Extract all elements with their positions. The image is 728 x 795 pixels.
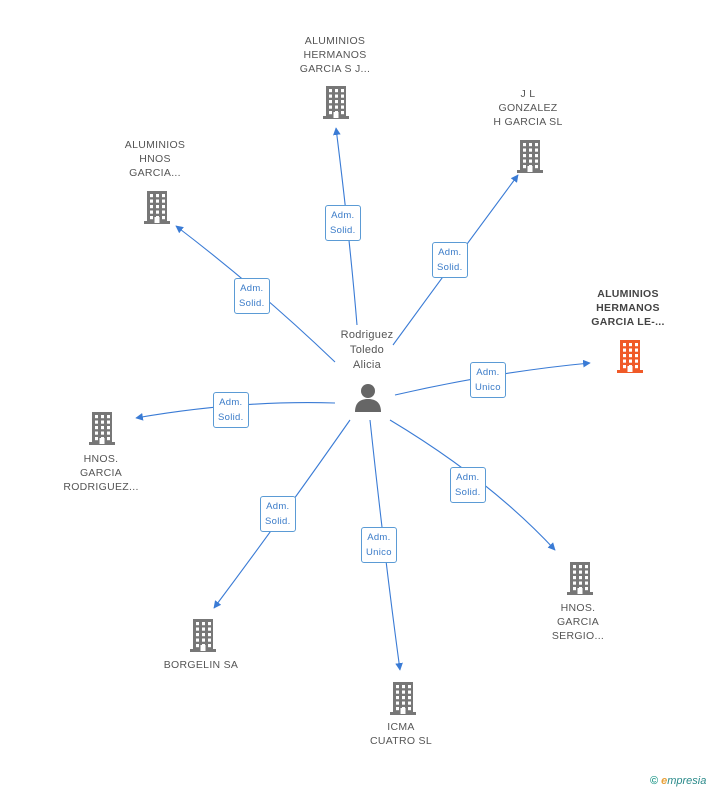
company-label-line: GARCIA: [79, 467, 123, 479]
company-label-line: J L: [520, 88, 536, 100]
building-icon[interactable]: [189, 617, 217, 653]
company-label-line: SERGIO...: [551, 630, 605, 642]
relation-label-line: Solid.: [330, 225, 356, 236]
building-icon[interactable]: [616, 338, 644, 374]
relation-label-line: Solid.: [437, 262, 463, 273]
relation-label-line: Adm.: [240, 283, 264, 294]
brand-watermark: ©empresia: [650, 775, 707, 787]
relation-label-line: Solid.: [265, 516, 291, 527]
company-label-1[interactable]: J L GONZALEZ H GARCIA SL: [453, 87, 603, 129]
relation-label-line: Adm.: [331, 210, 355, 221]
company-label-6[interactable]: BORGELIN SA: [126, 658, 276, 672]
company-label-line: HERMANOS: [303, 49, 367, 61]
building-icon[interactable]: [322, 84, 350, 120]
company-label-5[interactable]: HNOS. GARCIA SERGIO...: [503, 601, 653, 643]
building-icon[interactable]: [516, 138, 544, 174]
relation-label-line: Solid.: [455, 487, 481, 498]
relation-label-line: Solid.: [218, 412, 244, 423]
relation-label-5: Adm. Solid.: [450, 467, 486, 503]
relation-label-line: Adm.: [367, 532, 391, 543]
building-icon[interactable]: [566, 560, 594, 596]
company-label-line: GONZALEZ: [498, 102, 558, 114]
company-label-line: ALUMINIOS: [124, 139, 186, 151]
relation-label-2: Adm. Solid.: [234, 278, 270, 314]
relation-label-3: Adm. Unico: [470, 362, 506, 398]
company-label-0[interactable]: ALUMINIOS HERMANOS GARCIA S J...: [260, 34, 410, 76]
relation-label-line: Unico: [366, 547, 392, 558]
company-label-line: HNOS: [139, 153, 171, 165]
person-icon[interactable]: [353, 382, 383, 412]
company-label-line: RODRIGUEZ...: [63, 481, 139, 493]
relation-label-line: Adm.: [456, 472, 480, 483]
building-icon[interactable]: [143, 189, 171, 225]
company-label-line: GARCIA S J...: [299, 63, 371, 75]
company-label-3[interactable]: ALUMINIOS HERMANOS GARCIA LE-...: [553, 287, 703, 329]
company-label-2[interactable]: ALUMINIOS HNOS GARCIA...: [80, 138, 230, 180]
relation-label-line: Adm.: [266, 501, 290, 512]
relation-label-line: Adm.: [219, 397, 243, 408]
building-icon[interactable]: [88, 410, 116, 446]
building-icon[interactable]: [389, 680, 417, 716]
company-label-line: HNOS.: [560, 602, 596, 614]
company-label-line: GARCIA LE-...: [591, 316, 665, 328]
company-label-line: CUATRO SL: [369, 735, 432, 747]
relation-label-line: Solid.: [239, 298, 265, 309]
relation-label-line: Adm.: [438, 247, 462, 258]
company-label-7[interactable]: ICMA CUATRO SL: [326, 720, 476, 748]
company-label-line: ALUMINIOS: [597, 288, 659, 300]
company-label-line: HNOS.: [83, 453, 119, 465]
relation-label-line: Unico: [475, 382, 501, 393]
company-label-line: HERMANOS: [596, 302, 660, 314]
relation-label-line: Adm.: [476, 367, 500, 378]
relation-label-4: Adm. Solid.: [213, 392, 249, 428]
center-person-label: Rodriguez Toledo Alicia: [340, 329, 394, 371]
company-label-line: ICMA: [387, 721, 415, 733]
relation-label-0: Adm. Solid.: [325, 205, 361, 241]
company-label-line: GARCIA...: [129, 167, 181, 179]
relation-label-1: Adm. Solid.: [432, 242, 468, 278]
company-label-line: GARCIA: [556, 616, 600, 628]
company-label-line: BORGELIN SA: [163, 659, 239, 671]
company-label-4[interactable]: HNOS. GARCIA RODRIGUEZ...: [26, 452, 176, 494]
relation-label-7: Adm. Unico: [361, 527, 397, 563]
company-label-line: ALUMINIOS: [304, 35, 366, 47]
relation-label-6: Adm. Solid.: [260, 496, 296, 532]
company-label-line: H GARCIA SL: [493, 116, 563, 128]
